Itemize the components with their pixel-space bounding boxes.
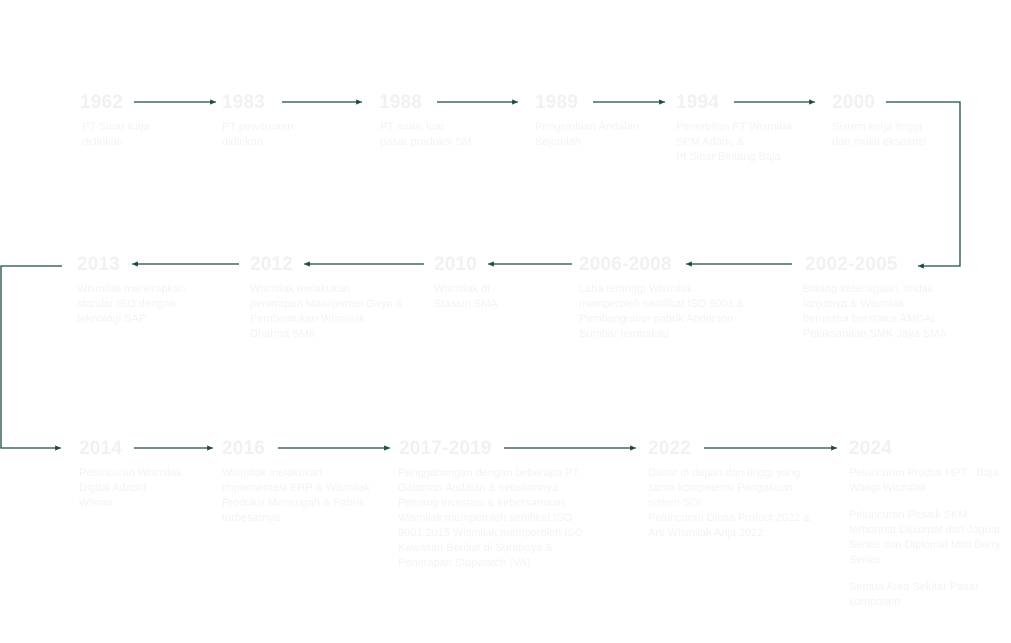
milestone-description: Laba tertinggi Wismilak memperoleh serti… — [579, 282, 779, 342]
description-line: Wismilak melakukan — [250, 283, 351, 295]
description-line: Wismilak menerapkan — [77, 283, 186, 295]
milestone-description: Bidang ketenagaan, tindak lanjutnya & Wi… — [803, 282, 963, 342]
milestone-description: PT mulai luar pasar produksi SM — [380, 120, 520, 150]
description-line: Series dan Diplomat Mild Berry — [849, 539, 1001, 551]
description-line: Peluang investasi & kebersamaan — [398, 497, 565, 509]
description-line: Dasar di depan dan tinggi yang — [648, 467, 801, 479]
milestone-description: Penggabungan dengan beberapa PT. Galaman… — [398, 466, 608, 571]
description-line: Wisma — [79, 497, 113, 509]
description-line: Peluncuran Wismilak — [79, 467, 182, 479]
description-line: PT Sinar Kaja — [82, 121, 150, 133]
year-label: 2000 — [832, 92, 876, 113]
milestone-description: Dasar di depan dan tinggi yang sama komp… — [648, 466, 828, 541]
year-label: 2006-2008 — [579, 254, 672, 275]
description-line: didirikan — [82, 136, 123, 148]
description-line: berusaha berstatus AMDAL — [803, 313, 938, 325]
year-label: 2022 — [648, 438, 692, 459]
description-line: Pembangunan pabrik Anderson — [579, 313, 734, 325]
description-line: Wangi Wismilak — [849, 482, 927, 494]
description-line: didirikan — [222, 136, 263, 148]
paragraph-gap — [849, 496, 1009, 508]
year-label: 2014 — [79, 438, 123, 459]
milestone-description: Pengelolaan Andalan Sejumlah — [535, 120, 655, 150]
description-line: implementasi ERP & Wismilak — [222, 482, 370, 494]
description-line: Penerapan Stopwatch (VA) — [398, 557, 531, 569]
description-line: PT pewarnaan — [222, 121, 294, 133]
year-label: 2016 — [222, 438, 266, 459]
description-line: Produksi Menengah & Pabrik — [222, 497, 365, 509]
description-line: Kawasan Berikat di Surabaya & — [398, 542, 553, 554]
description-line: Penggabungan dengan beberapa PT. — [398, 467, 581, 479]
description-line: penerapan Manajemen Gaya & — [250, 298, 403, 310]
description-line: memperoleh sertifikat ISO 9001 & — [579, 298, 745, 310]
description-line: Pt Sinar Bintang Baja — [676, 151, 781, 163]
arrow-2013-2014 — [0, 265, 62, 451]
description-line: Pembentukan Wismilak — [250, 313, 365, 325]
description-line: Digital Adaptif — [79, 482, 147, 494]
arrow-2000-2002 — [886, 101, 961, 269]
year-label: 2024 — [849, 438, 893, 459]
description-line: Galaman Andalan & sebelumnya — [398, 482, 559, 494]
description-line: sama kompetensi Pengakuan — [648, 482, 793, 494]
milestone-description: Wismilak melakukan penerapan Manajemen G… — [250, 282, 420, 342]
milestone-description: PT pewarnaan didirikan — [222, 120, 362, 150]
milestone-description: Sistem kerja tinggi dan mulai ekspansi — [832, 120, 972, 150]
description-line: Dharma SMK — [250, 328, 317, 340]
description-line: standar ISO dengan — [77, 298, 176, 310]
description-line: pasar produksi SM — [380, 136, 472, 148]
milestone-description: Wismilak menerapkan standar ISO dengan t… — [77, 282, 207, 327]
description-line: Penerbitan PT Wismilak — [676, 121, 794, 133]
description-line: Pelaksanaan SMK Jaya SMA — [803, 328, 947, 340]
year-label: 2002-2005 — [805, 254, 898, 275]
description-line: Wismilak memperoleh sertifikat ISO — [398, 512, 573, 524]
description-line: Arti Wismilak Anja 2022 — [648, 527, 764, 539]
year-label: 1989 — [535, 92, 579, 113]
description-line: Wismilak melakukan — [222, 467, 323, 479]
year-label: 2017-2019 — [399, 438, 492, 459]
year-label: 2013 — [77, 254, 121, 275]
description-line: Peluncuran Dinas Protect 2022 & — [648, 512, 811, 524]
year-label: 1983 — [222, 92, 266, 113]
description-line: sistem SOI — [648, 497, 702, 509]
description-line: Sumbar tembakau — [579, 328, 669, 340]
description-line: Peluncuran Pesaik SKM — [849, 509, 968, 521]
paragraph-gap — [849, 568, 1009, 580]
milestone-description: PT Sinar Kaja didirikan — [82, 120, 202, 150]
description-line: Peluncuran Produk HPT : Baja — [849, 467, 999, 479]
year-label: 1962 — [80, 92, 124, 113]
milestone-description: Peluncuran Wismilak Digital Adaptif Wism… — [79, 466, 209, 511]
description-line: 9001:2015 Wismilak memperoleh ISO — [398, 527, 584, 539]
description-line: PT mulai luar — [380, 121, 445, 133]
description-line: Laba tertinggi Wismilak — [579, 283, 693, 295]
description-line: lanjutnya & Wismilak — [803, 298, 905, 310]
milestone-description: Wismilak di Stasiun SMA — [434, 282, 544, 312]
description-line: Series — [849, 554, 881, 566]
description-line: terhormat Diplomat dan Jaguar — [849, 524, 1001, 536]
milestone-description: Penerbitan PT Wismilak SPM Adam, & Pt Si… — [676, 120, 816, 165]
description-line: Sejumlah — [535, 136, 581, 148]
milestone-description: Wismilak melakukan implementasi ERP & Wi… — [222, 466, 382, 526]
description-line: Wismilak di — [434, 283, 490, 295]
year-label: 1988 — [379, 92, 423, 113]
description-line: Stasiun SMA — [434, 298, 498, 310]
description-line: terbesarnya — [222, 512, 281, 524]
description-line: Pengelolaan Andalan — [535, 121, 639, 133]
year-label: 2012 — [250, 254, 294, 275]
milestone-description: Peluncuran Produk HPT : Baja Wangi Wismi… — [849, 466, 1009, 610]
description-line: Semua Area Sekitar Pasar — [849, 581, 979, 593]
description-line: teknologi SAP — [77, 313, 147, 325]
description-line: SPM Adam, & — [676, 136, 745, 148]
year-label: 2010 — [434, 254, 478, 275]
year-label: 1994 — [676, 92, 720, 113]
description-line: Sistem kerja tinggi — [832, 121, 922, 133]
description-line: dan mulai ekspansi — [832, 136, 927, 148]
description-line: komponen — [849, 596, 901, 608]
description-line: Bidang ketenagaan, tindak — [803, 283, 934, 295]
